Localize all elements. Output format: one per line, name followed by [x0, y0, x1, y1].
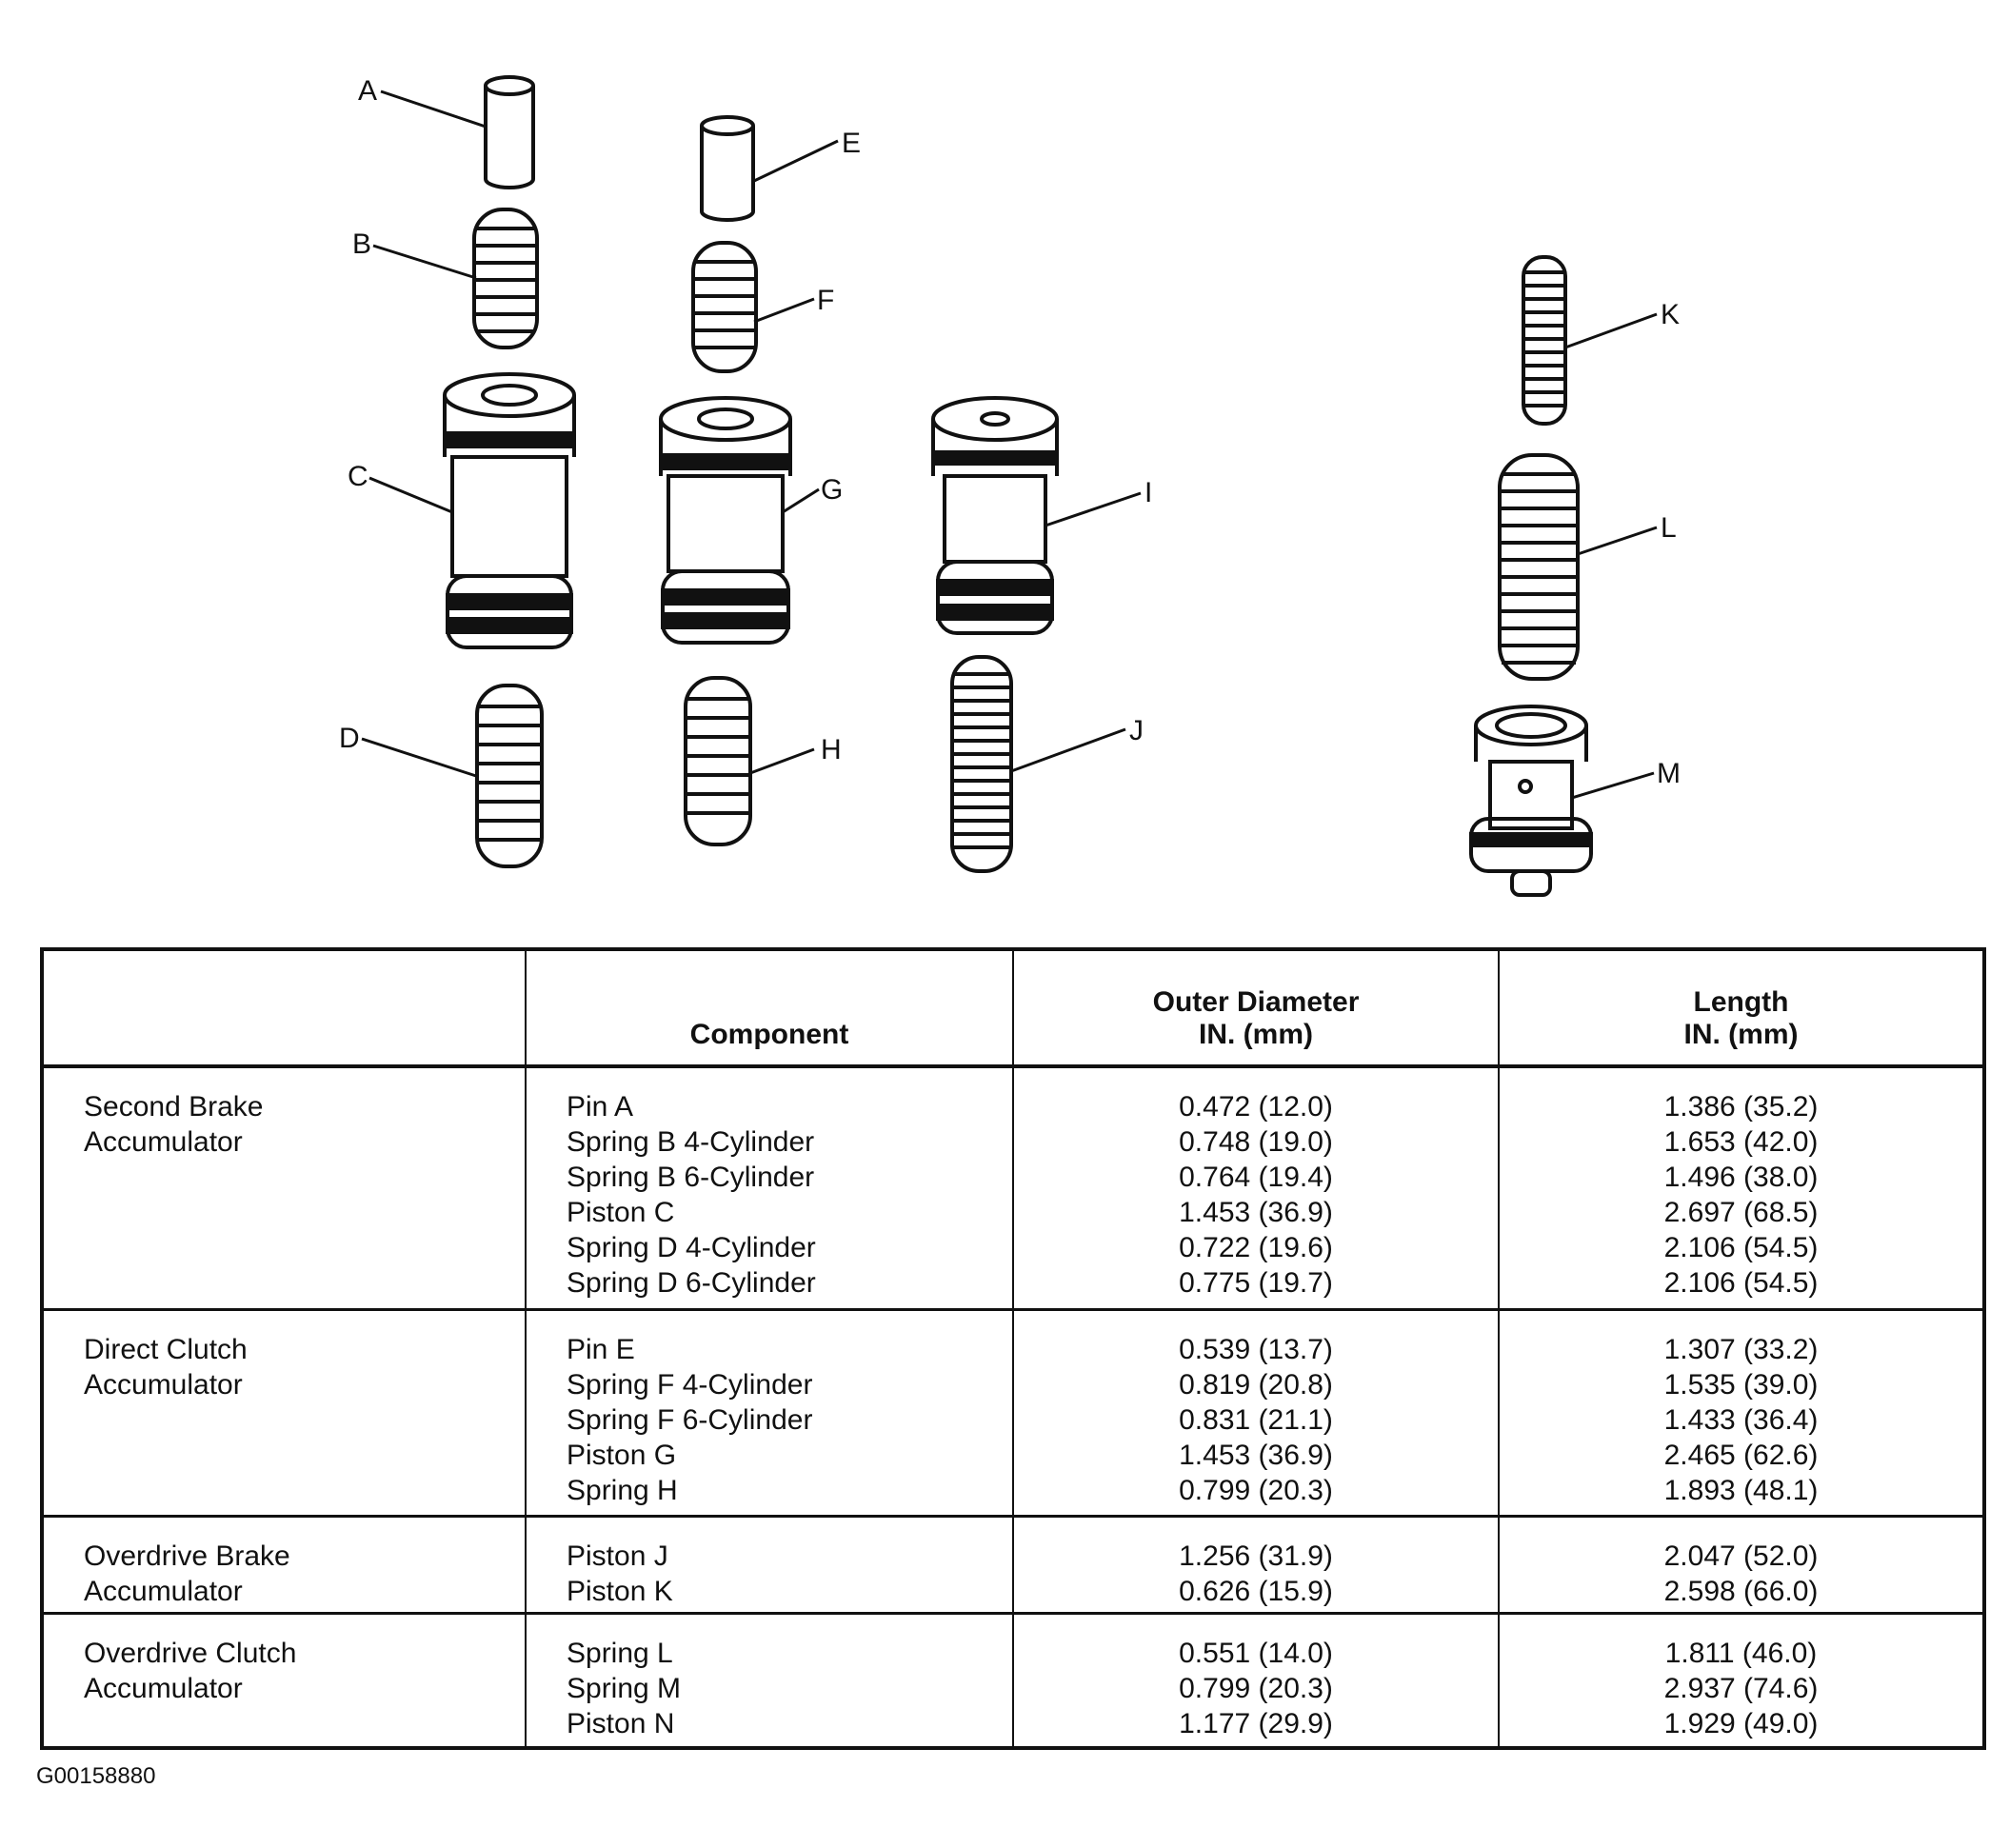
component-list: Piston J Piston K [525, 1516, 1014, 1614]
header-length: Length IN. (mm) [1498, 949, 1985, 1068]
piston-i-part [931, 396, 1059, 635]
callout-m: M [1657, 758, 1681, 789]
callout-i: I [1144, 477, 1152, 508]
callout-j: J [1129, 715, 1144, 746]
callout-k: K [1661, 299, 1680, 330]
table-row: Direct Clutch Accumulator Pin E Spring F… [41, 1309, 1985, 1517]
exploded-parts-diagram: A B C D E F G H I J K L M [339, 75, 1681, 897]
callout-a: A [358, 75, 377, 107]
group-name: Overdrive Clutch Accumulator [41, 1613, 527, 1748]
pin-a-part [484, 75, 535, 189]
spring-d-part [475, 684, 544, 868]
table-row: Overdrive Brake Accumulator Piston J Pis… [41, 1516, 1985, 1614]
callout-h: H [821, 734, 842, 765]
spring-f-part [691, 241, 758, 373]
callout-f: F [817, 285, 834, 316]
table-row: Overdrive Clutch Accumulator Spring L Sp… [41, 1613, 1985, 1748]
group-name: Second Brake Accumulator [41, 1066, 527, 1310]
group-name: Direct Clutch Accumulator [41, 1309, 527, 1517]
outer-diameter-list: 0.551 (14.0) 0.799 (20.3) 1.177 (29.9) [1012, 1613, 1500, 1748]
group-name: Overdrive Brake Accumulator [41, 1516, 527, 1614]
header-group [41, 949, 527, 1068]
length-list: 1.386 (35.2) 1.653 (42.0) 1.496 (38.0) 2… [1498, 1066, 1985, 1310]
spring-b-part [472, 208, 539, 349]
component-list: Pin A Spring B 4-Cylinder Spring B 6-Cyl… [525, 1066, 1014, 1310]
callout-l: L [1661, 512, 1677, 544]
spring-l-part [1498, 453, 1580, 681]
spring-k-part [1522, 255, 1567, 426]
length-list: 1.307 (33.2) 1.535 (39.0) 1.433 (36.4) 2… [1498, 1309, 1985, 1517]
table-header-row: Component Outer Diameter IN. (mm) Length… [41, 949, 1985, 1068]
component-list: Pin E Spring F 4-Cylinder Spring F 6-Cyl… [525, 1309, 1014, 1517]
piston-c-part [443, 372, 576, 649]
outer-diameter-list: 0.472 (12.0) 0.748 (19.0) 0.764 (19.4) 1… [1012, 1066, 1500, 1310]
outer-diameter-list: 0.539 (13.7) 0.819 (20.8) 0.831 (21.1) 1… [1012, 1309, 1500, 1517]
component-list: Spring L Spring M Piston N [525, 1613, 1014, 1748]
piston-g-part [659, 396, 792, 645]
figure-code: G00158880 [36, 1763, 156, 1789]
length-list: 2.047 (52.0) 2.598 (66.0) [1498, 1516, 1985, 1614]
table-row: Second Brake Accumulator Pin A Spring B … [41, 1066, 1985, 1310]
callout-c: C [348, 461, 368, 492]
callout-labels: A B C D E F G H I J K L M [339, 75, 1681, 789]
piston-m-part [1469, 705, 1593, 897]
leader-lines [361, 89, 1658, 800]
header-outer-diameter: Outer Diameter IN. (mm) [1012, 949, 1500, 1068]
callout-b: B [352, 229, 371, 260]
callout-e: E [842, 128, 861, 159]
outer-diameter-list: 1.256 (31.9) 0.626 (15.9) [1012, 1516, 1500, 1614]
spring-j-part [950, 655, 1013, 873]
header-component: Component [525, 949, 1014, 1068]
length-list: 1.811 (46.0) 2.937 (74.6) 1.929 (49.0) [1498, 1613, 1985, 1748]
spec-table: Component Outer Diameter IN. (mm) Length… [40, 947, 1986, 1750]
callout-g: G [821, 474, 843, 506]
spring-h-part [684, 676, 752, 846]
callout-d: D [339, 723, 360, 754]
pin-e-part [700, 115, 755, 222]
